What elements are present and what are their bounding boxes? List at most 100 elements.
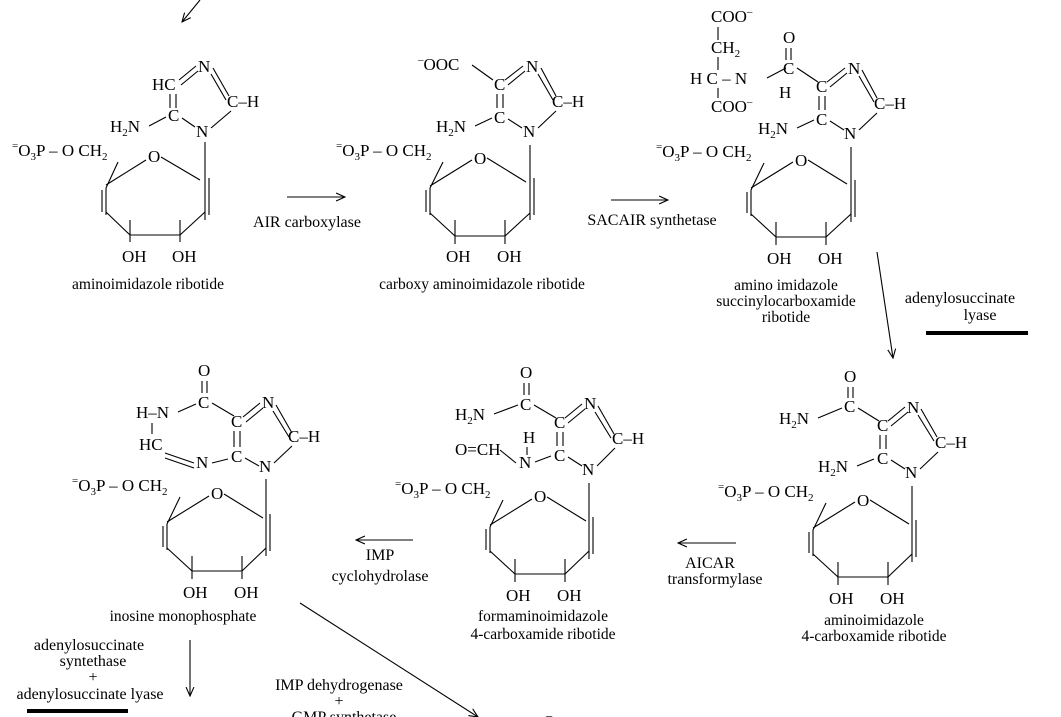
svg-text:H2N: H2N <box>436 117 466 139</box>
svg-text:C: C <box>783 59 794 78</box>
molecule-imp: O C H–N C N C–H C N HC N =O3P – O CH2 O <box>72 361 320 625</box>
svg-text:O: O <box>520 363 532 382</box>
svg-text:C–H: C–H <box>935 433 967 452</box>
svg-text:–OOC: –OOC <box>417 54 459 74</box>
svg-text:C: C <box>816 110 827 129</box>
svg-text:=O3P – O CH2: =O3P – O CH2 <box>656 141 751 164</box>
svg-text:N: N <box>907 398 919 417</box>
svg-text:H2N: H2N <box>455 405 485 427</box>
svg-text:HC: HC <box>139 435 163 454</box>
svg-text:O: O <box>474 149 486 168</box>
molecule-aicar: O C H2N C N C–H C N H2N =O3P – O CH2 O <box>718 367 967 645</box>
enzyme-adenylosuccinate-synthetase-3: adenylosuccinate lyase <box>16 686 163 703</box>
enzyme-imp-dehydrogenase-2: GMP synthetase <box>292 709 397 717</box>
svg-text:C: C <box>877 416 888 435</box>
svg-text:C: C <box>877 449 888 468</box>
svg-text:=O3P – O CH2: =O3P – O CH2 <box>72 475 167 498</box>
svg-text:N: N <box>262 393 274 412</box>
enzyme-sacair-synthetase: SACAIR synthetase <box>587 212 716 229</box>
molecule-name-saicar-2: succinylocarboxamide <box>716 293 856 310</box>
svg-text:C: C <box>844 397 855 416</box>
svg-text:COO–: COO– <box>711 6 753 26</box>
svg-text:O: O <box>211 484 223 503</box>
enzyme-aicar-transformylase-2: transformylase <box>667 571 762 588</box>
svg-text:N: N <box>584 394 596 413</box>
svg-text:C: C <box>198 393 209 412</box>
enzyme-adenylosuccinate-lyase-2: lyase <box>964 307 997 324</box>
molecule-name-faicar-1: formaminoimidazole <box>478 608 608 625</box>
svg-text:O: O <box>795 151 807 170</box>
enzyme-adenylosuccinate-synthetase-1: adenylosuccinate <box>34 637 144 654</box>
enzyme-aicar-transformylase-1: AICAR <box>685 555 735 572</box>
molecule-name-air: aminoimidazole ribotide <box>72 276 224 293</box>
incoming-arrow <box>182 0 201 22</box>
svg-text:H–N: H–N <box>136 403 169 422</box>
molecule-saicar: COO– CH2 H C – N H COO– O C C N C–H C N … <box>656 6 906 326</box>
svg-text:OH: OH <box>557 586 582 605</box>
svg-text:N: N <box>196 122 208 141</box>
svg-text:C: C <box>231 447 242 466</box>
svg-text:H: H <box>523 428 535 447</box>
svg-text:N: N <box>905 463 917 482</box>
svg-text:OH: OH <box>880 589 905 608</box>
svg-text:C–H: C–H <box>874 94 906 113</box>
enzyme-imp-cyclohydrolase-2: cyclohydrolase <box>332 568 429 585</box>
enzyme-imp-dehydrogenase-1: IMP dehydrogenase <box>275 677 403 694</box>
svg-text:H2N: H2N <box>110 117 140 139</box>
svg-text:OH: OH <box>183 583 208 602</box>
svg-text:C: C <box>231 412 242 431</box>
svg-text:CH2: CH2 <box>711 38 740 60</box>
arrow-imp-to-gmp <box>299 602 478 717</box>
svg-text:C: C <box>520 395 531 414</box>
svg-text:C: C <box>554 446 565 465</box>
svg-text:C–H: C–H <box>227 92 259 111</box>
svg-text:OH: OH <box>506 586 531 605</box>
svg-text:O: O <box>148 147 160 166</box>
svg-text:C–H: C–H <box>612 429 644 448</box>
svg-text:C: C <box>816 77 827 96</box>
svg-text:OH: OH <box>497 247 522 266</box>
svg-text:C: C <box>554 413 565 432</box>
svg-text:H: H <box>779 83 791 102</box>
svg-text:OH: OH <box>818 249 843 268</box>
molecule-name-aicar-1: aminoimidazole <box>824 612 924 629</box>
svg-text:H C – N: H C – N <box>690 69 747 88</box>
svg-text:=O3P – O CH2: =O3P – O CH2 <box>336 140 431 163</box>
svg-text:O: O <box>857 491 869 510</box>
svg-text:O=CH: O=CH <box>455 440 500 459</box>
svg-text:C: C <box>494 75 505 94</box>
svg-text:C: C <box>494 108 505 127</box>
svg-text:OH: OH <box>446 247 471 266</box>
svg-text:COO–: COO– <box>711 96 753 116</box>
svg-text:N: N <box>259 457 271 476</box>
molecule-cair: –OOC C N C–H C N H2N =O3P – O CH2 O OH O… <box>336 54 585 293</box>
svg-text:H2N: H2N <box>779 409 809 431</box>
svg-text:N: N <box>198 57 210 76</box>
arrow-saicar-to-aicar <box>876 251 893 358</box>
svg-text:O: O <box>198 361 210 380</box>
svg-text:OH: OH <box>122 247 147 266</box>
enzyme-air-carboxylase: AIR carboxylase <box>253 214 361 231</box>
enzyme-adenylosuccinate-synthetase-2: syntethase <box>60 653 127 670</box>
svg-text:N: N <box>519 453 531 472</box>
svg-text:N: N <box>848 59 860 78</box>
svg-text:H2N: H2N <box>818 457 848 479</box>
molecule-name-imp: inosine monophosphate <box>110 608 257 625</box>
molecule-name-aicar-2: 4-carboxamide ribotide <box>801 628 946 645</box>
partial-next-molecule-o: O <box>543 712 555 717</box>
svg-text:OH: OH <box>234 583 259 602</box>
svg-text:OH: OH <box>767 249 792 268</box>
molecule-name-faicar-2: 4-carboxamide ribotide <box>470 626 615 643</box>
svg-text:OH: OH <box>172 247 197 266</box>
svg-text:N: N <box>844 124 856 143</box>
svg-text:N: N <box>526 57 538 76</box>
molecule-faicar: O C H2N C N C–H C N O=CH H N =O3P – O CH… <box>395 363 644 643</box>
svg-text:=O3P – O CH2: =O3P – O CH2 <box>12 140 107 163</box>
enzyme-imp-cyclohydrolase-1: IMP <box>366 547 395 564</box>
svg-text:=O3P – O CH2: =O3P – O CH2 <box>395 478 490 501</box>
svg-text:O: O <box>844 367 856 386</box>
svg-text:N: N <box>523 122 535 141</box>
svg-text:O: O <box>783 28 795 47</box>
svg-text:N: N <box>582 460 594 479</box>
svg-text:OH: OH <box>829 589 854 608</box>
